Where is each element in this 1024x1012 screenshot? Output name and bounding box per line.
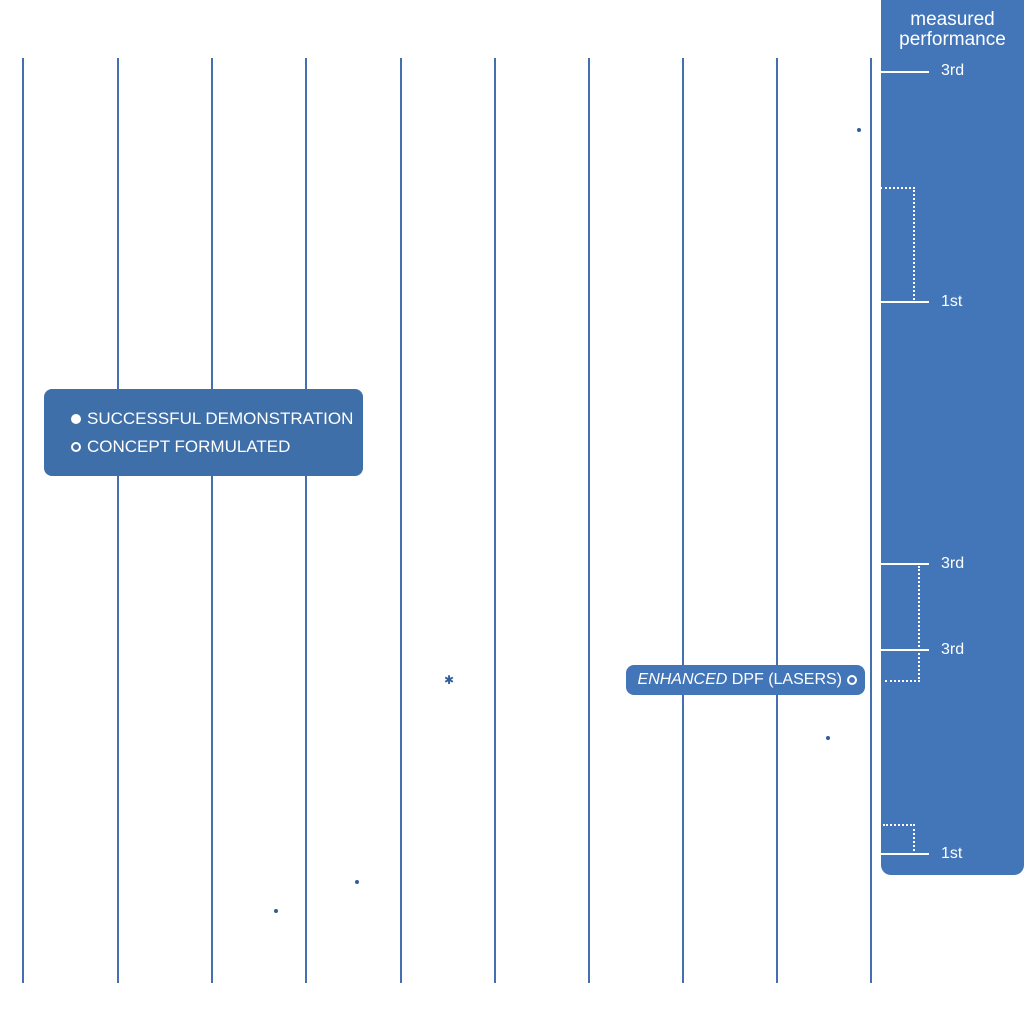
level-label: 1st	[941, 845, 963, 862]
legend-item-successful: SUCCESSFUL DEMONSTRATION	[71, 409, 353, 429]
marker-dot	[826, 736, 830, 740]
marker-dot	[355, 880, 359, 884]
dotted-bracket	[885, 566, 920, 682]
legend-box: SUCCESSFUL DEMONSTRATION CONCEPT FORMULA…	[44, 389, 363, 476]
open-circle-icon	[847, 675, 857, 685]
grid-line	[588, 58, 590, 983]
level-label: 3rd	[941, 641, 965, 658]
callout-text: DPF (LASERS)	[727, 671, 842, 688]
panel-title: measured performance	[881, 10, 1024, 50]
open-circle-icon	[71, 442, 81, 452]
callout-emphasis: ENHANCED	[637, 671, 728, 688]
grid-line	[305, 58, 307, 983]
legend-label: SUCCESSFUL DEMONSTRATION	[87, 409, 354, 428]
grid-line	[211, 58, 213, 983]
grid-line	[117, 58, 119, 983]
level-tick	[872, 563, 929, 565]
level-tick	[872, 649, 929, 651]
filled-circle-icon	[71, 414, 81, 424]
panel-title-line1: measured	[910, 9, 995, 30]
level-label: 3rd	[941, 555, 965, 572]
grid-line	[400, 58, 402, 983]
dotted-bracket	[880, 187, 915, 303]
level-label: 1st	[941, 293, 963, 310]
level-label: 3rd	[941, 62, 965, 79]
grid-line	[776, 58, 778, 983]
level-tick	[872, 853, 929, 855]
level-tick	[872, 71, 929, 73]
marker-dot	[857, 128, 861, 132]
grid-line	[22, 58, 24, 983]
legend-item-concept: CONCEPT FORMULATED	[71, 437, 290, 457]
level-tick	[872, 301, 929, 303]
legend-label: CONCEPT FORMULATED	[87, 437, 291, 456]
star-icon: ✱	[444, 673, 455, 687]
grid-line	[870, 58, 872, 983]
grid-line	[494, 58, 496, 983]
measured-performance-panel: measured performance	[881, 0, 1024, 875]
marker-dot	[274, 909, 278, 913]
panel-title-line2: performance	[899, 29, 1006, 50]
dotted-bracket	[883, 824, 915, 855]
enhanced-dpf-callout: ENHANCED DPF (LASERS)	[626, 665, 865, 695]
grid-line	[682, 58, 684, 983]
